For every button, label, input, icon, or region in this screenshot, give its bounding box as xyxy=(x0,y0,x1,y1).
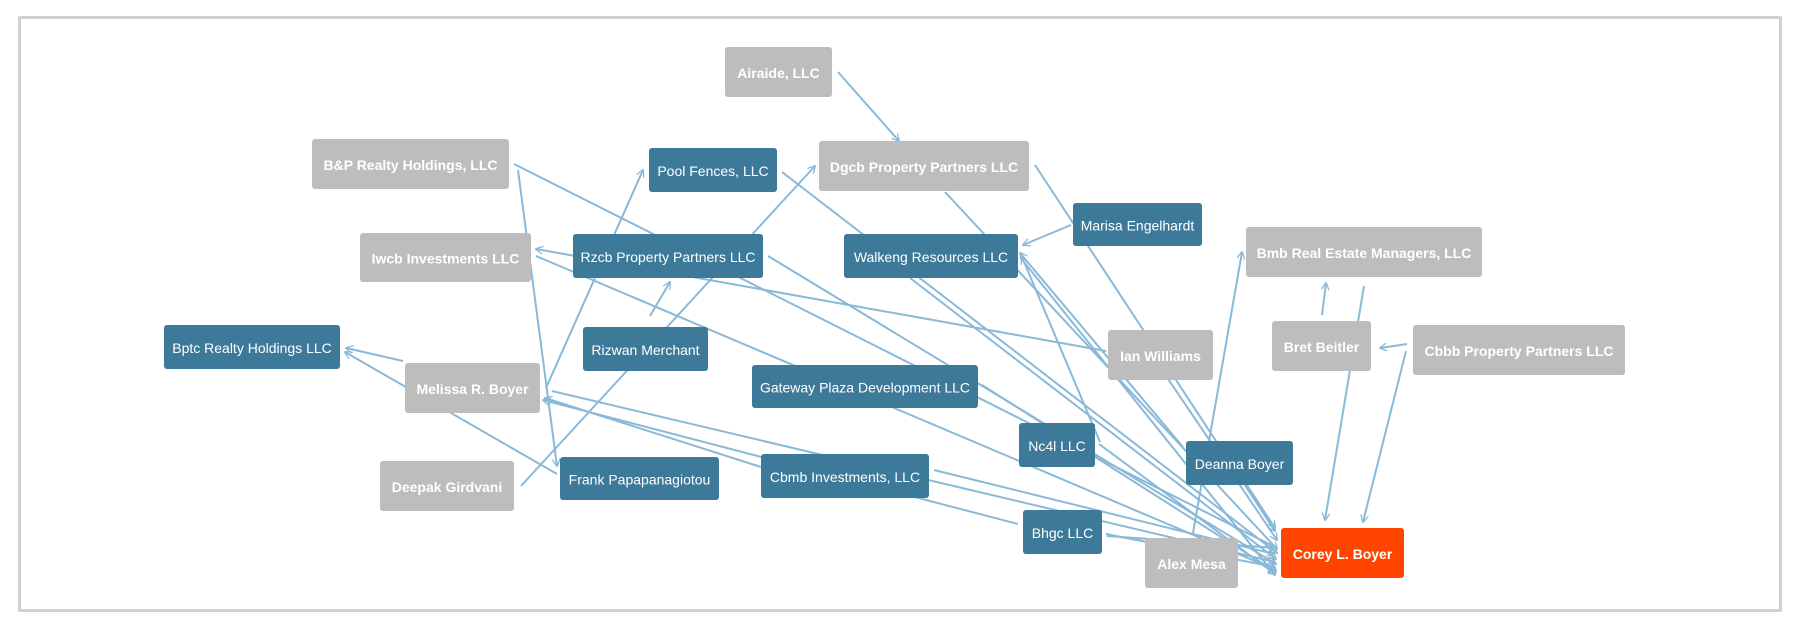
node-rzcb[interactable]: Rzcb Property Partners LLC xyxy=(573,234,763,278)
node-label-cbmb: Cbmb Investments, LLC xyxy=(770,469,920,485)
node-label-melissa: Melissa R. Boyer xyxy=(416,381,529,397)
node-pool_fences[interactable]: Pool Fences, LLC xyxy=(649,148,777,192)
edge-bp_realty-to-corey xyxy=(513,163,1273,546)
node-box-cbmb xyxy=(761,454,929,498)
node-nc4l[interactable]: Nc4l LLC xyxy=(1019,423,1095,467)
node-frank[interactable]: Frank Papapanagiotou xyxy=(560,457,719,500)
edge-cbbb-to-bret xyxy=(1380,344,1408,348)
node-box-airaide xyxy=(725,47,832,97)
node-box-walkeng xyxy=(844,234,1018,278)
node-dgcb[interactable]: Dgcb Property Partners LLC xyxy=(819,141,1029,191)
node-walkeng[interactable]: Walkeng Resources LLC xyxy=(844,234,1018,278)
node-label-ian: Ian Williams xyxy=(1120,348,1201,364)
node-box-bret xyxy=(1272,321,1371,371)
node-label-bhgc: Bhgc LLC xyxy=(1032,525,1093,541)
node-box-deepak xyxy=(380,461,514,511)
node-label-bptc: Bptc Realty Holdings LLC xyxy=(172,340,332,356)
node-box-pool_fences xyxy=(649,148,777,192)
node-gateway[interactable]: Gateway Plaza Development LLC xyxy=(752,365,978,408)
node-box-bhgc xyxy=(1023,510,1102,554)
node-box-bmb xyxy=(1246,227,1482,277)
node-box-rizwan xyxy=(583,327,708,371)
edge-alex-to-bmb xyxy=(1192,252,1242,534)
node-box-bptc xyxy=(164,325,340,369)
node-layer: Airaide, LLC B&P Realty Holdings, LLC Pool… xyxy=(164,47,1625,588)
node-label-nc4l: Nc4l LLC xyxy=(1028,438,1086,454)
node-box-deanna xyxy=(1186,441,1293,485)
node-label-bmb: Bmb Real Estate Managers, LLC xyxy=(1257,245,1472,261)
node-melissa[interactable]: Melissa R. Boyer xyxy=(405,363,540,413)
node-label-cbbb: Cbbb Property Partners LLC xyxy=(1424,343,1613,359)
node-bptc[interactable]: Bptc Realty Holdings LLC xyxy=(164,325,340,369)
node-label-deepak: Deepak Girdvani xyxy=(392,479,503,495)
node-label-gateway: Gateway Plaza Development LLC xyxy=(760,380,970,396)
node-box-rzcb xyxy=(573,234,763,278)
edge-rizwan-to-rzcb xyxy=(649,282,670,317)
node-corey[interactable]: Corey L. Boyer xyxy=(1281,528,1404,578)
node-iwcb[interactable]: Iwcb Investments LLC xyxy=(360,233,531,282)
edge-nc4l-to-corey xyxy=(1098,443,1275,574)
node-airaide[interactable]: Airaide, LLC xyxy=(725,47,832,97)
edge-deepak-to-dgcb xyxy=(520,166,815,487)
node-cbbb[interactable]: Cbbb Property Partners LLC xyxy=(1413,325,1625,375)
node-alex[interactable]: Alex Mesa xyxy=(1145,538,1238,588)
node-label-corey: Corey L. Boyer xyxy=(1293,546,1393,562)
node-deanna[interactable]: Deanna Boyer xyxy=(1186,441,1293,485)
node-label-rizwan: Rizwan Merchant xyxy=(591,342,699,358)
edge-bret-to-bmb xyxy=(1321,283,1326,316)
edge-melissa-to-bptc xyxy=(346,348,404,362)
node-bhgc[interactable]: Bhgc LLC xyxy=(1023,510,1102,554)
node-label-dgcb: Dgcb Property Partners LLC xyxy=(830,159,1018,175)
node-box-bp_realty xyxy=(312,139,509,189)
node-bmb[interactable]: Bmb Real Estate Managers, LLC xyxy=(1246,227,1482,277)
node-box-melissa xyxy=(405,363,540,413)
edge-iwcb-to-corey xyxy=(535,255,1276,570)
node-box-ian xyxy=(1108,330,1213,380)
node-box-frank xyxy=(560,457,719,500)
node-box-corey xyxy=(1281,528,1404,578)
node-bp_realty[interactable]: B&P Realty Holdings, LLC xyxy=(312,139,509,189)
edge-walkeng-to-corey xyxy=(909,277,1276,559)
node-cbmb[interactable]: Cbmb Investments, LLC xyxy=(761,454,929,498)
node-box-cbbb xyxy=(1413,325,1625,375)
edge-walkeng-to-corey xyxy=(1019,256,1275,575)
node-box-dgcb xyxy=(819,141,1029,191)
node-label-iwcb: Iwcb Investments LLC xyxy=(372,251,520,267)
node-label-rzcb: Rzcb Property Partners LLC xyxy=(580,249,755,265)
node-rizwan[interactable]: Rizwan Merchant xyxy=(583,327,708,371)
edge-nc4l-to-walkeng xyxy=(1022,257,1101,443)
node-box-gateway xyxy=(752,365,978,408)
node-box-marisa xyxy=(1073,203,1202,246)
node-box-alex xyxy=(1145,538,1238,588)
edge-airaide-to-walkeng xyxy=(837,71,899,141)
node-label-frank: Frank Papapanagiotou xyxy=(569,472,711,488)
edge-bp_realty-to-frank xyxy=(517,169,557,466)
node-bret[interactable]: Bret Beitler xyxy=(1272,321,1371,371)
edge-cbbb-to-corey xyxy=(1363,350,1407,522)
edge-melissa-to-pool_fences xyxy=(545,170,643,389)
node-box-iwcb xyxy=(360,233,531,282)
node-label-walkeng: Walkeng Resources LLC xyxy=(854,249,1008,265)
node-label-bret: Bret Beitler xyxy=(1284,339,1360,355)
node-label-bp_realty: B&P Realty Holdings, LLC xyxy=(324,157,498,173)
node-label-pool_fences: Pool Fences, LLC xyxy=(657,163,768,179)
node-marisa[interactable]: Marisa Engelhardt xyxy=(1073,203,1202,246)
node-label-deanna: Deanna Boyer xyxy=(1195,456,1285,472)
node-deepak[interactable]: Deepak Girdvani xyxy=(380,461,514,511)
edge-marisa-to-walkeng xyxy=(1023,224,1072,245)
edge-deanna-to-walkeng xyxy=(1020,253,1184,448)
node-ian[interactable]: Ian Williams xyxy=(1108,330,1213,380)
node-label-airaide: Airaide, LLC xyxy=(737,65,819,81)
node-label-marisa: Marisa Engelhardt xyxy=(1081,218,1195,234)
node-label-alex: Alex Mesa xyxy=(1157,556,1226,572)
node-box-nc4l xyxy=(1019,423,1095,467)
